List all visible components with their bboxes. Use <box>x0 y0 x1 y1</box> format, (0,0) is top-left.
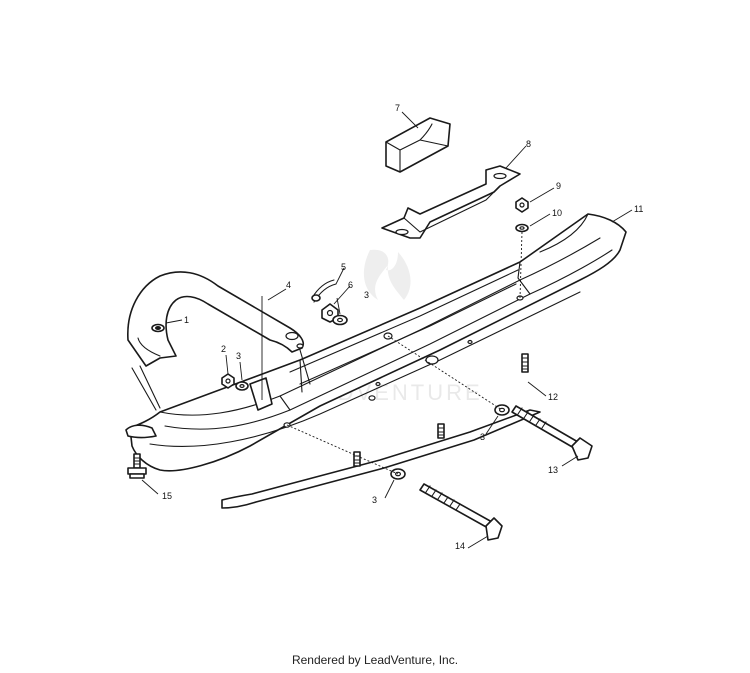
part-11-ski-body <box>125 213 627 472</box>
callout-5: 5 <box>341 262 346 272</box>
part-3-washer-a <box>235 381 249 391</box>
part-3-washer-b <box>332 314 348 326</box>
callout-11: 11 <box>634 204 643 214</box>
part-2-nut <box>221 373 235 389</box>
callout-14: 14 <box>455 541 465 551</box>
callout-8: 8 <box>526 139 531 149</box>
leader-lines <box>141 111 633 549</box>
callout-2: 2 <box>221 344 226 354</box>
callout-1: 1 <box>184 315 189 325</box>
part-3-washer-c <box>494 404 510 416</box>
callout-6: 6 <box>348 280 353 290</box>
callout-9: 9 <box>556 181 561 191</box>
part-5-cotter-pin <box>311 279 337 303</box>
part-8-mounting-plate <box>381 165 521 239</box>
callout-4: 4 <box>286 280 291 290</box>
callout-3c: 3 <box>480 432 485 442</box>
callout-15: 15 <box>162 491 172 501</box>
callout-13: 13 <box>548 465 558 475</box>
part-14-bolt <box>419 483 503 541</box>
footer-credit: Rendered by LeadVenture, Inc. <box>291 653 459 667</box>
callout-12: 12 <box>548 392 558 402</box>
part-4-handle-loop <box>127 271 311 411</box>
part-1-plug <box>151 323 165 333</box>
callout-7: 7 <box>395 103 400 113</box>
part-7-spacer-block <box>385 117 451 173</box>
part-10-washer <box>515 223 529 233</box>
callout-3d: 3 <box>372 495 377 505</box>
callout-3b: 3 <box>364 290 369 300</box>
part-15-hex-bolt <box>127 453 147 479</box>
callout-3a: 3 <box>236 351 241 361</box>
part-13-bolt <box>511 405 593 461</box>
part-9-nut <box>515 197 529 213</box>
callout-10: 10 <box>552 208 562 218</box>
callout-labels: 1 2 3 3 3 3 4 5 6 7 8 9 10 11 12 13 14 1… <box>162 103 643 551</box>
